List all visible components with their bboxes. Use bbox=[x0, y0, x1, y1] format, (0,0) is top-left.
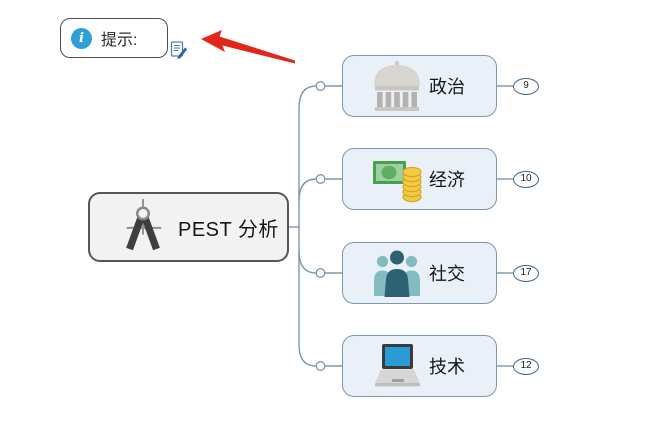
money-icon bbox=[371, 154, 423, 204]
topic-technology[interactable]: 技术 bbox=[342, 335, 497, 397]
government-building-icon bbox=[371, 61, 423, 111]
badge-social-count[interactable]: 17 bbox=[513, 264, 539, 282]
central-topic[interactable]: PEST 分析 bbox=[88, 192, 289, 262]
topic-notes-icon[interactable] bbox=[170, 41, 189, 60]
topic-label: 经济 bbox=[429, 170, 465, 190]
topic-label: 政治 bbox=[429, 77, 465, 97]
people-icon bbox=[371, 248, 423, 298]
badge-technology-count[interactable]: 12 bbox=[513, 357, 539, 375]
branch-connection-points[interactable] bbox=[315, 81, 326, 371]
central-topic-label: PEST 分析 bbox=[178, 218, 279, 241]
topic-economy[interactable]: 经济 bbox=[342, 148, 497, 210]
badge-economy-count[interactable]: 10 bbox=[513, 170, 539, 188]
laptop-icon bbox=[371, 341, 423, 391]
topic-social[interactable]: 社交 bbox=[342, 242, 497, 304]
red-arrow-annotation bbox=[201, 30, 295, 64]
callout-label: 提示: bbox=[101, 32, 138, 49]
drafting-compass-icon bbox=[118, 197, 168, 258]
topic-politics[interactable]: 政治 bbox=[342, 55, 497, 117]
callout-topic-tip[interactable]: i 提示: bbox=[60, 18, 168, 58]
badge-politics-count[interactable]: 9 bbox=[513, 77, 539, 95]
branch-connectors bbox=[287, 85, 513, 367]
topic-label: 社交 bbox=[429, 264, 465, 284]
info-icon: i bbox=[71, 27, 92, 49]
topic-label: 技术 bbox=[429, 357, 465, 377]
